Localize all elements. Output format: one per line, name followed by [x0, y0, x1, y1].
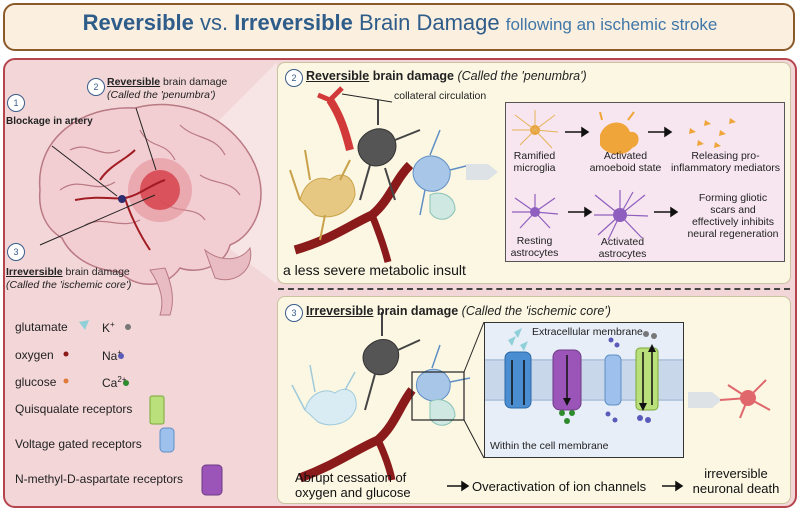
- glial-cells: [512, 110, 736, 241]
- label-collateral: collateral circulation: [394, 90, 487, 102]
- badge-1: 1: [7, 94, 25, 112]
- voltage-gated-receptor-icon: [159, 427, 175, 453]
- badge-3-left: 3: [7, 243, 25, 261]
- sodium-icon: [118, 353, 124, 359]
- nmda-receptor-icon: [201, 464, 223, 496]
- badge-3-bottom: 3: [285, 304, 303, 322]
- label-ramified-microglia: Ramified microglia: [513, 150, 556, 174]
- legend-quisqualate: Quisqualate receptors: [15, 402, 133, 416]
- legend-calcium: Ca2+: [102, 375, 127, 390]
- legend-potassium: K+: [102, 320, 115, 335]
- badge-2-top: 2: [285, 69, 303, 87]
- label-less-severe-insult: a less severe metabolic insult: [283, 262, 466, 278]
- legend-nmda: N-methyl-D-aspartate receptors: [15, 472, 184, 486]
- pointer-line-irreversible: [39, 194, 156, 246]
- label-overactivation: Overactivation of ion channels: [472, 479, 647, 494]
- label-resting-astrocytes: Resting astrocytes: [510, 235, 559, 259]
- legend-oxygen: oxygen: [15, 348, 54, 362]
- glucose-icon: [63, 378, 69, 384]
- divider-dashed: [278, 288, 790, 290]
- flow-arrows: [447, 480, 684, 492]
- label-releasing-mediators: Releasing pro- inflammatory mediators: [670, 150, 781, 174]
- oxygen-icon: [63, 351, 69, 357]
- title-box: [3, 3, 795, 51]
- arrow-to-glia: [466, 164, 498, 180]
- legend-glutamate: glutamate: [15, 320, 68, 334]
- pointer-line-blockage: [51, 145, 118, 197]
- glial-response-box: [505, 102, 785, 262]
- label-blockage: Blockage in artery: [6, 116, 93, 127]
- glutamate-icon: [79, 320, 89, 330]
- calcium-icon: [123, 380, 129, 386]
- top-neuron-cluster: [289, 86, 471, 263]
- arrow-to-dead-neuron: [688, 392, 722, 408]
- page-title: Reversible vs. Irreversible Brain Damage…: [82, 10, 718, 35]
- label-penumbra-left: (Called the 'penumbra'): [107, 89, 216, 101]
- label-activated-amoeboid: Activated amoeboid state: [589, 150, 662, 174]
- label-activated-astrocytes: Activated astrocytes: [598, 236, 647, 260]
- label-core-left: (Called the 'ischemic core'): [6, 279, 132, 291]
- label-within-cell: Within the cell membrane: [490, 440, 609, 452]
- pointer-line-reversible: [135, 107, 157, 171]
- collateral-pointer: [341, 93, 393, 103]
- bottom-neuron-cluster: [291, 312, 485, 483]
- heading-irreversible: Irreversible brain damage (Called the 'i…: [306, 304, 611, 318]
- legend-icons: [63, 320, 223, 496]
- label-extracellular: Extracellular membrane: [532, 326, 643, 338]
- label-reversible-left: Reversible brain damage: [107, 76, 228, 88]
- heading-reversible: Reversible brain damage (Called the 'pen…: [306, 69, 587, 83]
- legend-sodium: Na+: [102, 348, 123, 363]
- badge-2-left: 2: [87, 78, 105, 96]
- brain-illustration: [38, 103, 262, 316]
- legend-voltage-gated: Voltage gated receptors: [15, 437, 142, 451]
- label-gliotic-scars: Forming gliotic scars and effectively in…: [687, 192, 779, 240]
- legend-glucose: glucose: [15, 375, 57, 389]
- zoom-membrane: [485, 328, 683, 424]
- label-neuronal-death: irreversible neuronal death: [692, 466, 780, 496]
- label-irreversible-left: Irreversible brain damage: [6, 266, 130, 278]
- quisqualate-receptor-icon: [149, 395, 165, 425]
- dead-neuron: [719, 379, 771, 419]
- label-abrupt-cessation: Abrupt cessation of oxygen and glucose: [295, 470, 411, 500]
- potassium-icon: [125, 324, 131, 330]
- glial-arrows: [565, 126, 679, 218]
